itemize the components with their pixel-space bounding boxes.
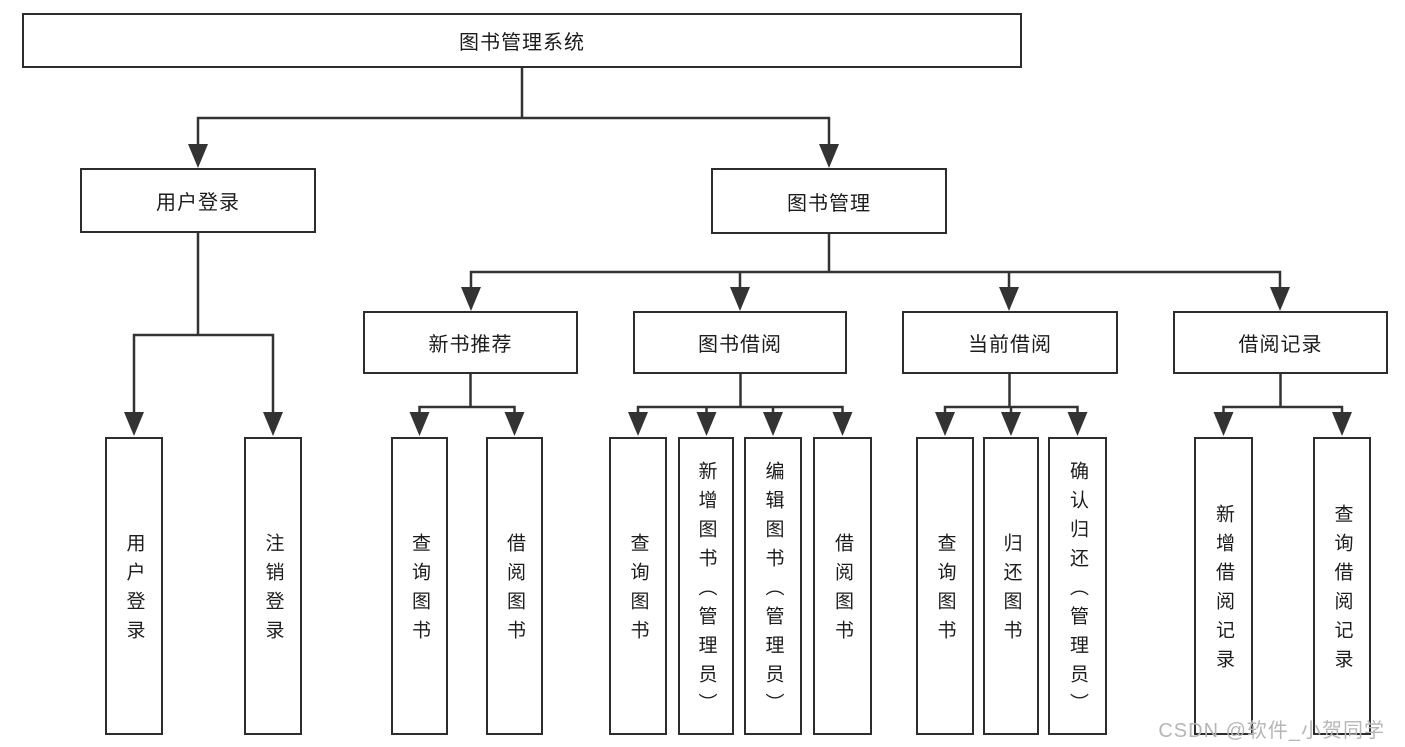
- node-book-management-label: 图书管理: [787, 192, 871, 215]
- leaf-return-book-label: 归还图书: [1000, 533, 1022, 649]
- leaf-query-books-recommend-label: 查询图书: [409, 533, 430, 649]
- leaf-add-book-admin-label: 新增图书（管理员）: [695, 460, 717, 722]
- node-new-book-recommendation: 新书推荐: [363, 311, 578, 374]
- leaf-add-book-admin: 新增图书（管理员）: [678, 437, 734, 735]
- leaf-user-login: 用户登录: [105, 437, 163, 735]
- leaf-query-books-current: 查询图书: [916, 437, 974, 735]
- leaf-borrow-books-recommend: 借阅图书: [486, 437, 543, 735]
- node-root-label: 图书管理系统: [459, 32, 585, 54]
- node-borrowing-records: 借阅记录: [1173, 311, 1388, 374]
- node-borrowing-records-label: 借阅记录: [1238, 334, 1323, 356]
- leaf-edit-book-admin: 编辑图书（管理员）: [744, 437, 802, 735]
- leaf-add-borrow-record: 新增借阅记录: [1194, 437, 1253, 735]
- leaf-borrow-books-borrow: 借阅图书: [813, 437, 872, 735]
- leaf-query-borrow-record-label: 查询借阅记录: [1331, 504, 1353, 678]
- leaf-user-login-label: 用户登录: [123, 533, 145, 649]
- node-user-login: 用户登录: [80, 168, 316, 233]
- node-book-borrowing-label: 图书借阅: [698, 334, 782, 356]
- leaf-add-borrow-record-label: 新增借阅记录: [1213, 504, 1234, 678]
- leaf-edit-book-admin-label: 编辑图书（管理员）: [762, 460, 784, 722]
- leaf-query-books-borrow: 查询图书: [609, 437, 667, 735]
- leaf-query-books-recommend: 查询图书: [391, 437, 448, 735]
- leaf-logout-login-label: 注销登录: [262, 533, 284, 649]
- leaf-query-books-current-label: 查询图书: [934, 533, 956, 649]
- connector-paths: [132, 68, 1344, 414]
- leaf-query-borrow-record: 查询借阅记录: [1313, 437, 1371, 735]
- leaf-return-book: 归还图书: [983, 437, 1039, 735]
- leaf-borrow-books-borrow-label: 借阅图书: [832, 533, 853, 649]
- node-new-book-recommendation-label: 新书推荐: [428, 334, 513, 356]
- csdn-watermark: CSDN @软件_小贺同学: [1158, 720, 1385, 742]
- arrowheads: [124, 144, 1352, 436]
- node-book-borrowing: 图书借阅: [633, 311, 847, 374]
- node-root: 图书管理系统: [22, 13, 1022, 68]
- leaf-borrow-books-recommend-label: 借阅图书: [504, 533, 525, 649]
- node-book-management: 图书管理: [711, 168, 947, 234]
- leaf-query-books-borrow-label: 查询图书: [627, 533, 649, 649]
- leaf-logout-login: 注销登录: [244, 437, 302, 735]
- node-user-login-label: 用户登录: [156, 192, 240, 214]
- leaf-confirm-return-admin: 确认归还（管理员）: [1048, 437, 1107, 735]
- leaf-confirm-return-admin-label: 确认归还（管理员）: [1067, 460, 1088, 722]
- node-current-borrowing: 当前借阅: [902, 311, 1118, 374]
- node-current-borrowing-label: 当前借阅: [968, 334, 1052, 356]
